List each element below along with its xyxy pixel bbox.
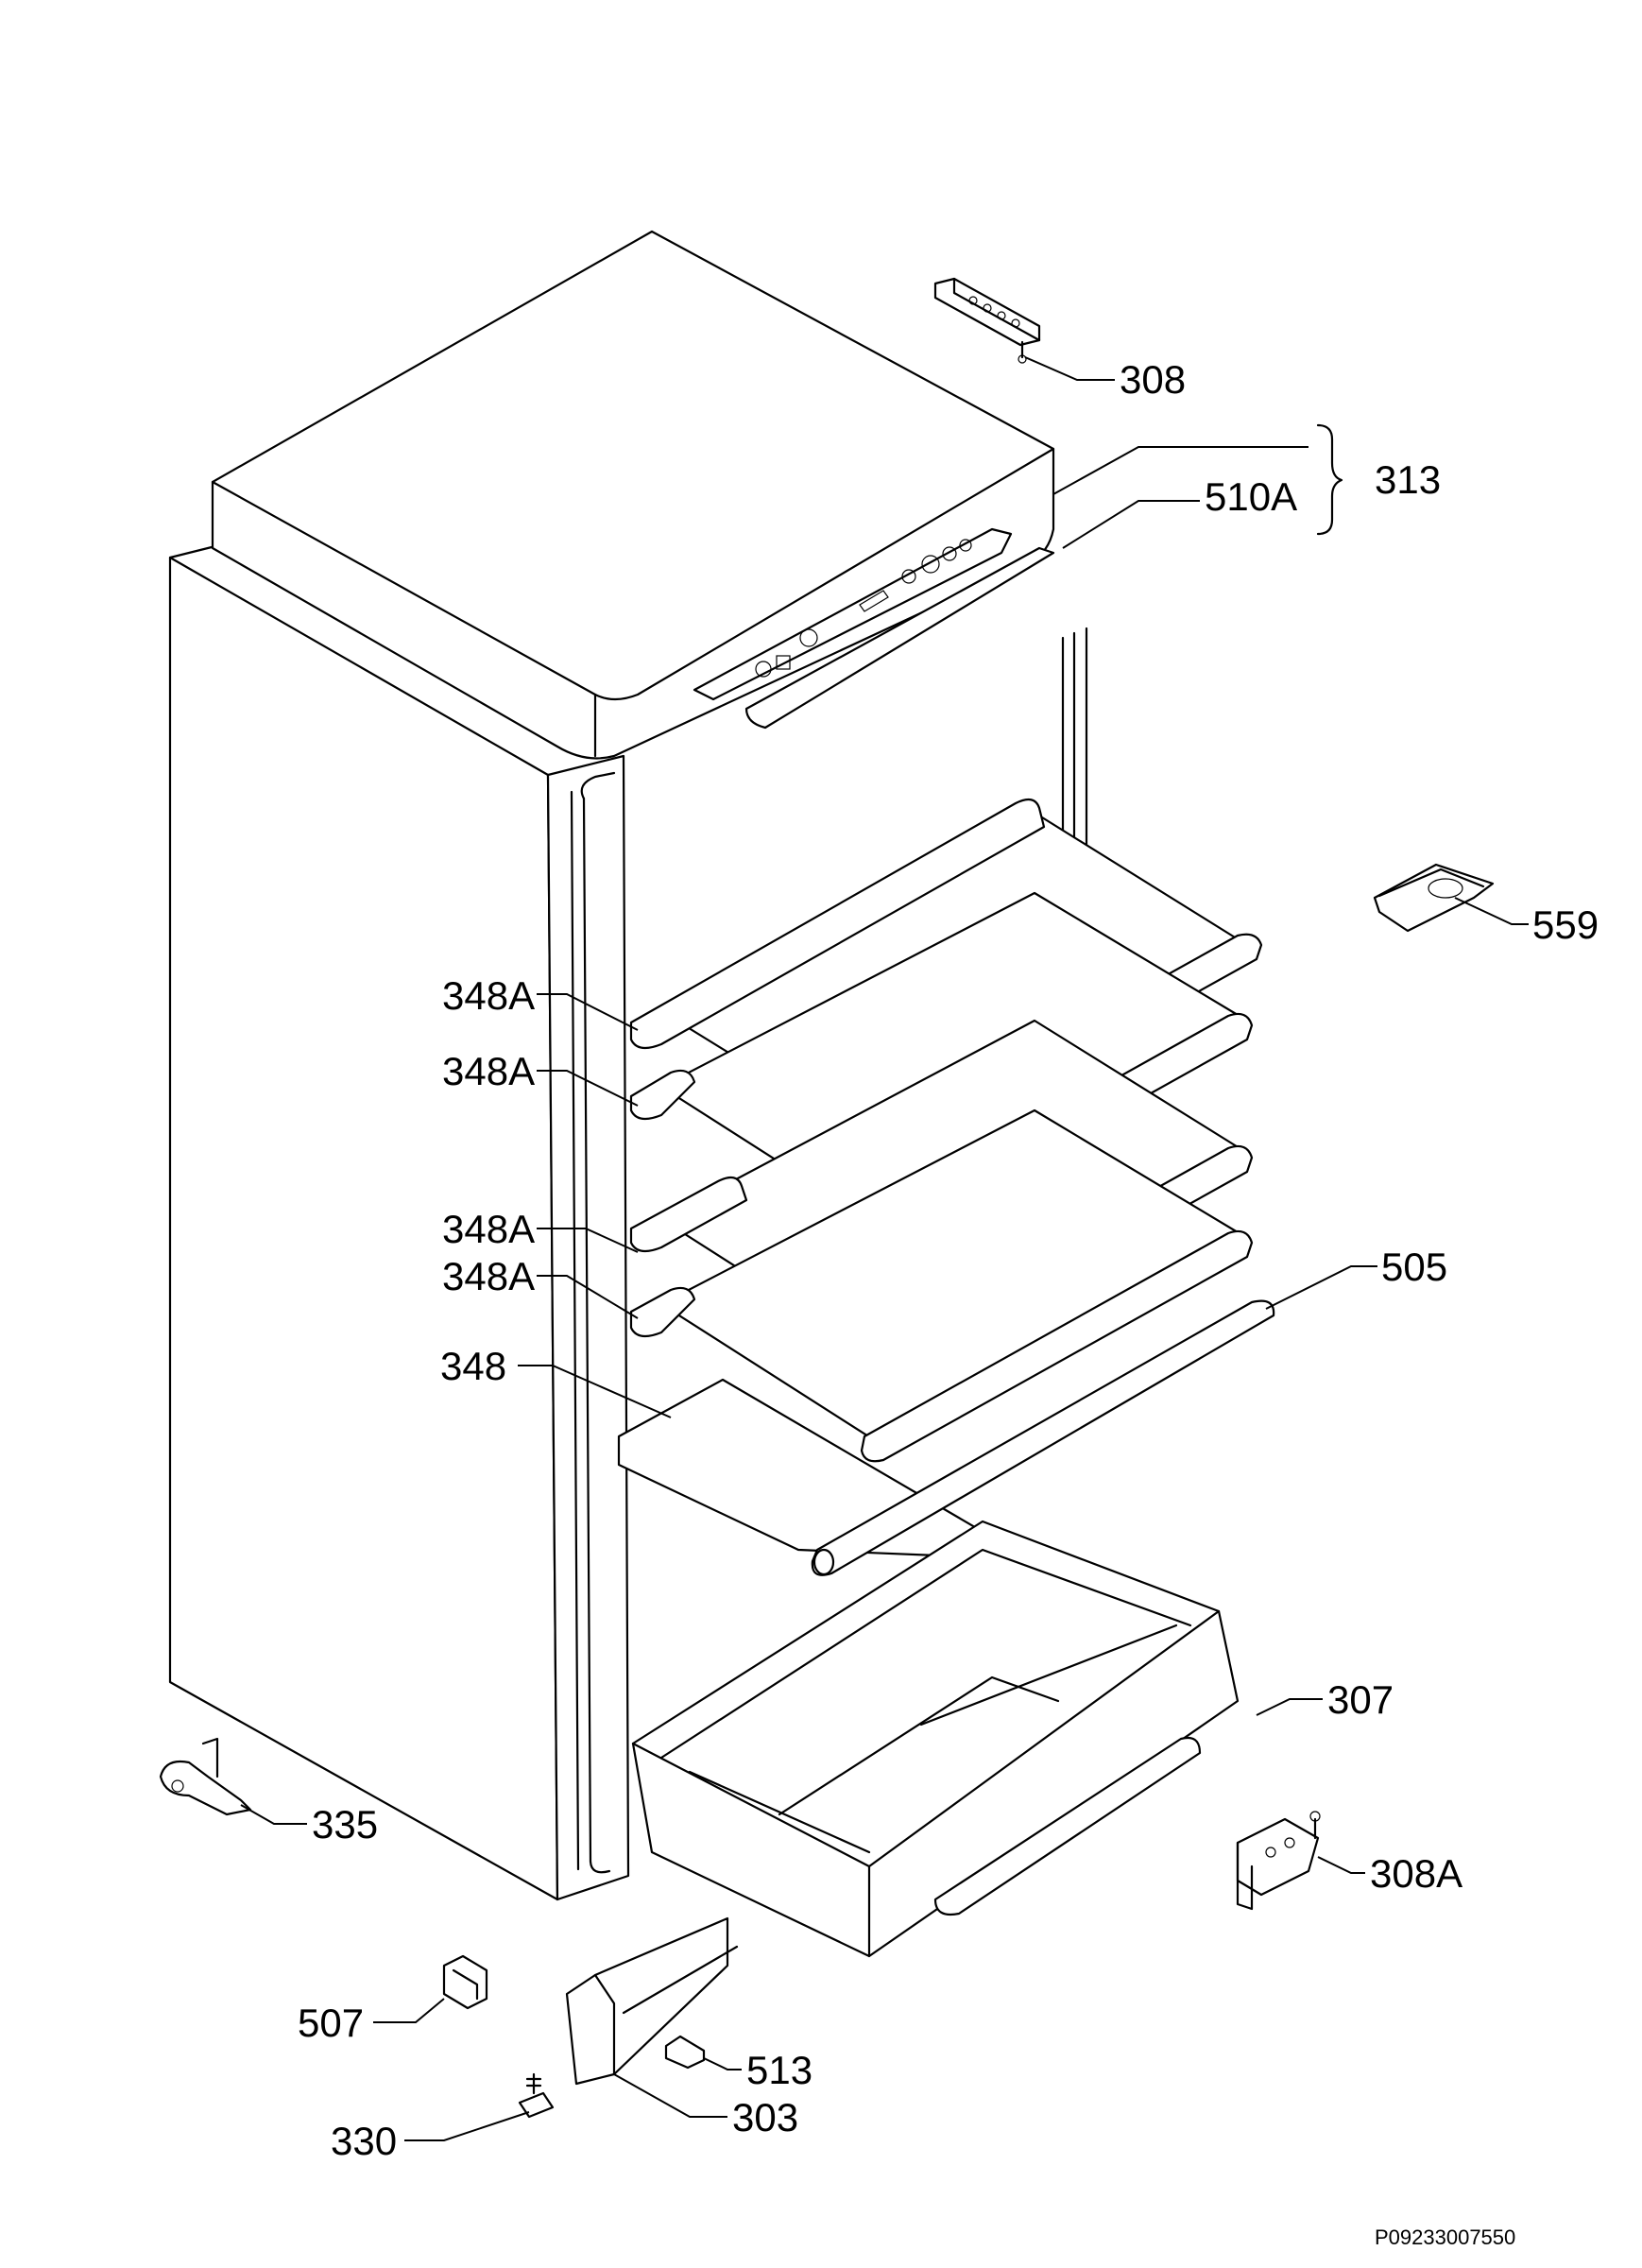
label-348a-2: 348A (442, 1049, 535, 1093)
light-cover (1373, 863, 1495, 933)
label-348a-3: 348A (442, 1207, 535, 1251)
control-panel (693, 527, 1013, 701)
label-348a-4: 348A (442, 1254, 535, 1298)
leader-lines (240, 356, 1529, 2141)
light-strip (744, 546, 1055, 730)
label-308a: 308A (1370, 1851, 1462, 1896)
label-307: 307 (1327, 1677, 1394, 1722)
label-513: 513 (746, 2048, 812, 2092)
reference-code: P09233007550 (1375, 2225, 1515, 2249)
label-308: 308 (1120, 357, 1186, 402)
top-hinge (933, 277, 1041, 364)
bottom-right-hinge (1236, 1811, 1321, 1911)
cover-513 (664, 2035, 706, 2070)
label-348a-1: 348A (442, 973, 535, 1018)
label-313: 313 (1375, 457, 1441, 502)
label-559: 559 (1532, 902, 1599, 947)
brace-313 (1316, 423, 1343, 536)
plinth-303 (565, 1916, 739, 2086)
label-330: 330 (331, 2119, 397, 2163)
cabinet-body (168, 541, 1088, 1901)
label-348: 348 (440, 1344, 506, 1388)
label-303: 303 (732, 2095, 798, 2139)
label-510a: 510A (1205, 474, 1297, 519)
shelf-348a-4 (629, 1108, 1254, 1463)
clip-507 (442, 1954, 488, 2010)
bottom-left-hinge (159, 1737, 252, 1816)
label-507: 507 (298, 2001, 364, 2045)
crisper-drawer (631, 1520, 1240, 1958)
shelf-trim-505 (811, 1299, 1275, 1576)
foot-330 (518, 2072, 555, 2119)
callout-labels: 308 313 510A 559 348A 348A 348A 348A 348… (298, 357, 1599, 2249)
label-335: 335 (312, 1802, 378, 1847)
label-505: 505 (1381, 1245, 1447, 1289)
